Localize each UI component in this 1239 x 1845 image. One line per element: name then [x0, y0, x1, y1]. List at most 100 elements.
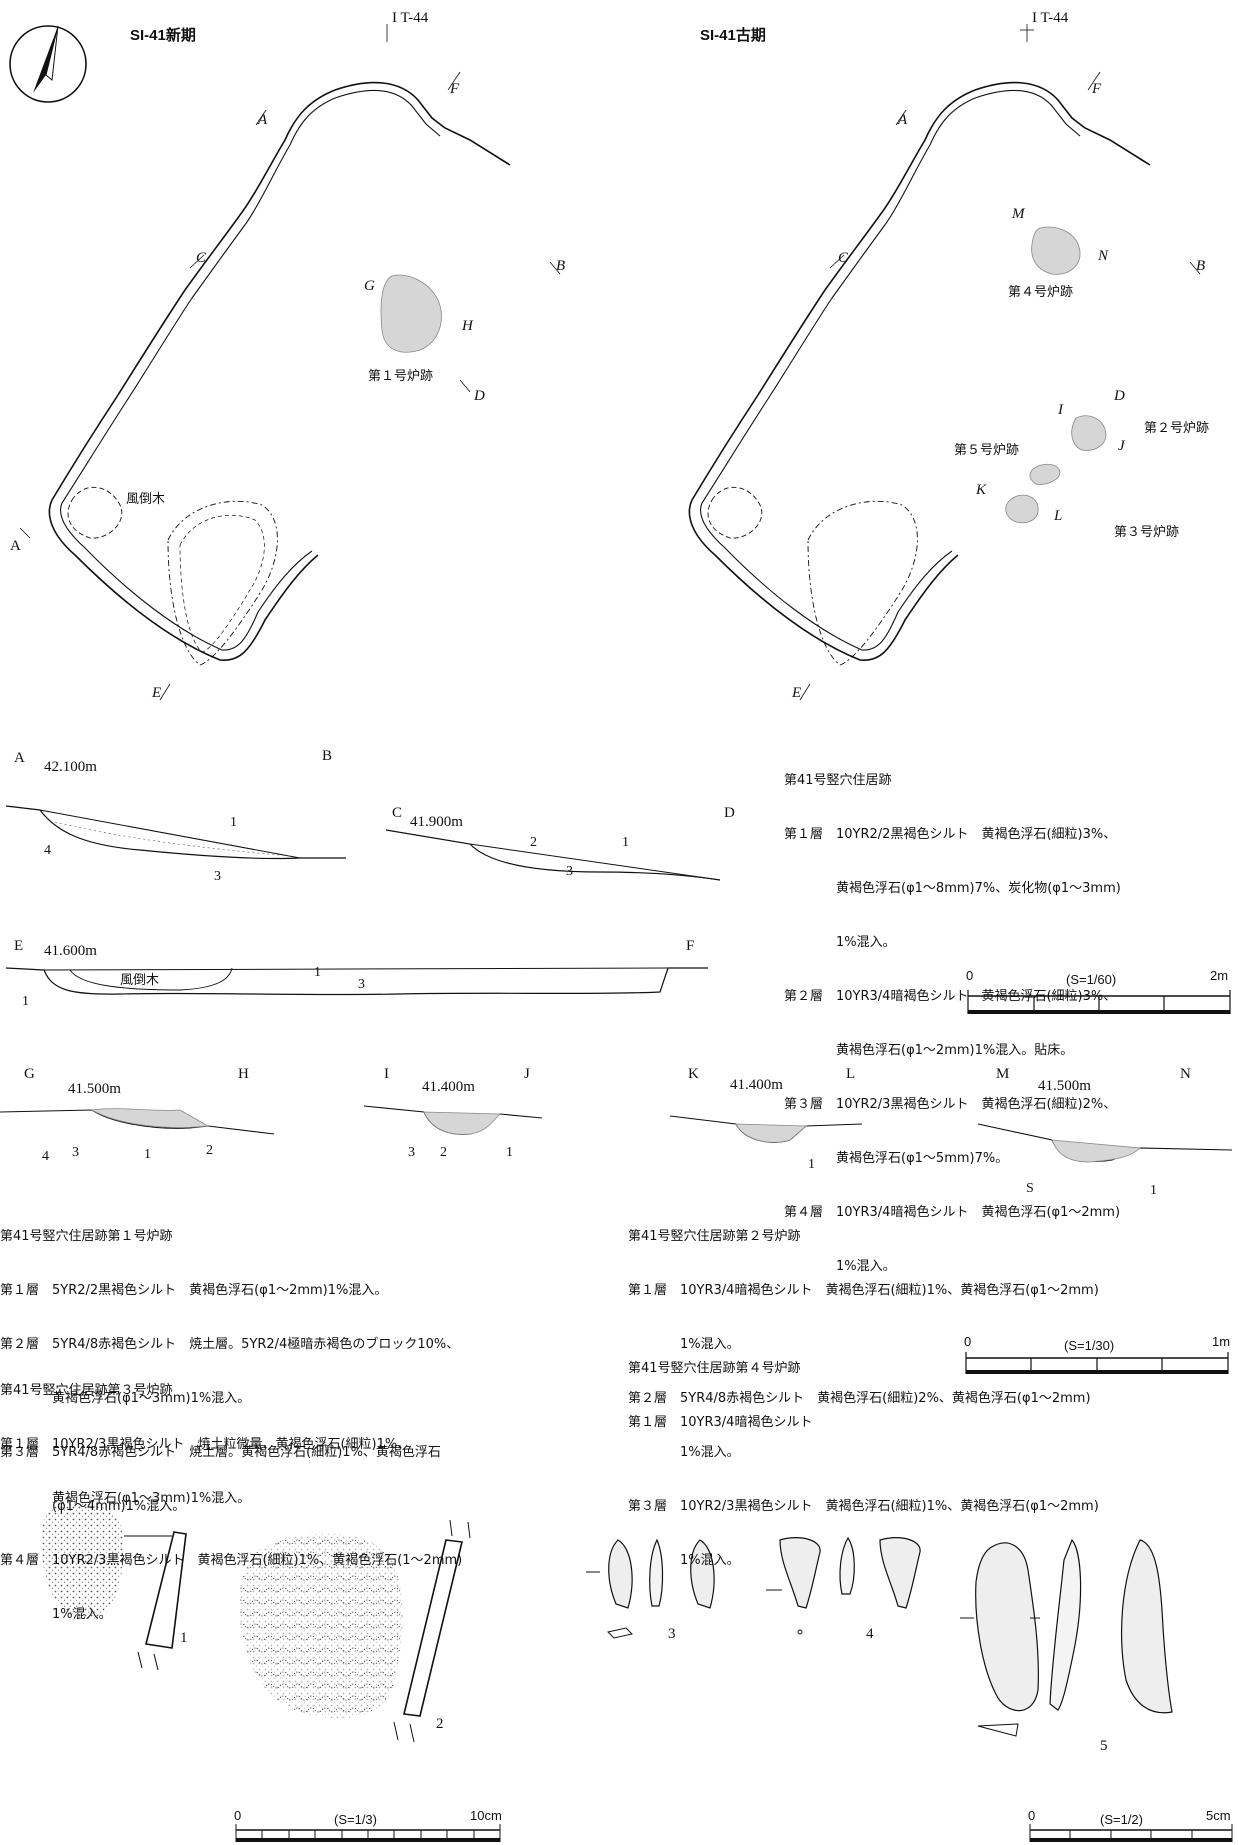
plan-new-title: SI-41新期 — [130, 26, 196, 44]
section-ef-wind: 風倒木 — [120, 973, 159, 988]
plan-new-grid: I T-44 — [392, 10, 429, 26]
section-ab-3: 3 — [214, 869, 221, 884]
legend-hearth-4: 第41号竪穴住居跡第４号炉跡 第１層 10YR3/4暗褐色シルト — [628, 1324, 812, 1450]
hearth-1-shape — [380, 274, 442, 353]
section-mn-m: M — [996, 1066, 1009, 1082]
scale-2-start: 0 — [1028, 1808, 1035, 1823]
point-b: B — [556, 258, 565, 274]
old-point-m: M — [1011, 206, 1026, 222]
section-ab-a: A — [14, 750, 25, 766]
legend-h1-row: 第３層 5YR4/8赤褐色シルト 焼土層。黄褐色浮石(細粒)1%、黄褐色浮石 — [0, 1445, 441, 1460]
legend-house-row: 第４層 10YR3/4暗褐色シルト 黄褐色浮石(φ1〜2mm) — [784, 1205, 1121, 1220]
north-arrow-icon — [9, 25, 87, 103]
plan-old-title: SI-41古期 — [700, 26, 766, 44]
section-gh-3: 3 — [72, 1145, 79, 1160]
old-point-i: I — [1057, 402, 1064, 418]
scale-bar-60: 0 (S=1/60) 2m — [966, 968, 1231, 1014]
scale-3-label: (S=1/3) — [334, 1812, 377, 1827]
hearth-2-label: 第２号炉跡 — [1144, 420, 1209, 436]
section-mn: M N 41.500m S 1 — [977, 1066, 1233, 1198]
scale-60-start: 0 — [966, 968, 973, 983]
artifact-2-number: 2 — [436, 1716, 444, 1732]
section-ij-j: J — [524, 1066, 530, 1082]
section-mn-elev: 41.500m — [1038, 1078, 1091, 1094]
artifact-4-number: 4 — [866, 1626, 874, 1642]
old-point-b: B — [1196, 258, 1205, 274]
legend-h4-head: 第41号竪穴住居跡第４号炉跡 — [628, 1361, 801, 1376]
hearth-3-shape — [1005, 494, 1039, 524]
section-ij-elev: 41.400m — [422, 1079, 475, 1095]
section-ij-2: 2 — [440, 1145, 447, 1160]
legend-house-row: 第１層 10YR2/2黒褐色シルト 黄褐色浮石(細粒)3%、 — [784, 827, 1117, 842]
point-a-west: A — [10, 538, 21, 554]
legend-h2-row: 第２層 5YR4/8赤褐色シルト 黄褐色浮石(細粒)2%、黄褐色浮石(φ1〜2m… — [628, 1391, 1091, 1406]
artifact-2: 2 — [238, 1519, 471, 1743]
point-c: C — [196, 250, 207, 266]
section-gh-elev: 41.500m — [68, 1081, 121, 1097]
section-ef-1b: 1 — [314, 965, 321, 980]
artifact-3: 3 — [586, 1538, 715, 1642]
scale-30-label: (S=1/30) — [1064, 1338, 1114, 1353]
section-cd-c: C — [392, 805, 402, 821]
plan-old-grid: I T-44 — [1032, 10, 1069, 26]
section-gh-h: H — [238, 1066, 249, 1082]
section-ij-3: 3 — [408, 1145, 415, 1160]
legend-h1-row: 黄褐色浮石(φ1〜3mm)1%混入。 — [0, 1391, 251, 1406]
section-ef: E F 41.600m 風倒木 1 3 1 — [5, 938, 708, 1009]
scale-bar-2: 0 (S=1/2) 5cm — [1028, 1808, 1233, 1842]
section-ef-f: F — [686, 938, 694, 954]
hearth-5-shape — [1029, 463, 1061, 485]
artifact-5-number: 5 — [1100, 1738, 1108, 1754]
artifact-1-number: 1 — [180, 1630, 188, 1646]
section-ij-1: 1 — [506, 1145, 513, 1160]
old-point-f: F — [1091, 81, 1102, 97]
legend-h3-head: 第41号竪穴住居跡第３号炉跡 — [0, 1383, 173, 1398]
legend-house-row: 第２層 10YR3/4暗褐色シルト 黄褐色浮石(細粒)3%、 — [784, 989, 1117, 1004]
point-e: E — [151, 685, 161, 701]
legend-hearth-1: 第41号竪穴住居跡第１号炉跡 第１層 5YR2/2黒褐色シルト 黄褐色浮石(φ1… — [0, 1192, 462, 1642]
artifact-5: 5 — [960, 1538, 1173, 1754]
section-ef-3: 3 — [358, 977, 365, 992]
scale-bar-3: 0 (S=1/3) 10cm — [234, 1808, 502, 1842]
section-ij: I J 41.400m 3 2 1 — [363, 1066, 543, 1160]
legend-house-row: 黄褐色浮石(φ1〜2mm)1%混入。貼床。 — [784, 1043, 1074, 1058]
legend-h1-row: 第２層 5YR4/8赤褐色シルト 焼土層。5YR2/4極暗赤褐色のブロック10%… — [0, 1337, 460, 1352]
scale-30-start: 0 — [964, 1334, 971, 1349]
scale-30-end: 1m — [1212, 1334, 1230, 1349]
section-kl: K L 41.400m 1 — [669, 1066, 863, 1172]
section-kl-elev: 41.400m — [730, 1077, 783, 1093]
legend-h2-row: 1%混入。 — [628, 1553, 740, 1568]
legend-house-row: 黄褐色浮石(φ1〜8mm)7%、炭化物(φ1〜3mm) — [784, 881, 1121, 896]
legend-h1-row: 第４層 10YR2/3黒褐色シルト 黄褐色浮石(細粒)1%、黄褐色浮石(1〜2m… — [0, 1553, 463, 1568]
section-cd-d: D — [724, 805, 735, 821]
legend-h1-row: 第１層 5YR2/2黒褐色シルト 黄褐色浮石(φ1〜2mm)1%混入。 — [0, 1283, 388, 1298]
legend-h1-head: 第41号竪穴住居跡第１号炉跡 — [0, 1229, 173, 1244]
legend-h4-row: 第１層 10YR3/4暗褐色シルト — [628, 1415, 813, 1430]
section-ab-elev: 42.100m — [44, 759, 97, 775]
legend-h1-row: 1%混入。 — [0, 1607, 112, 1622]
legend-h2-row: 第３層 10YR2/3黒褐色シルト 黄褐色浮石(細粒)1%、黄褐色浮石(φ1〜2… — [628, 1499, 1099, 1514]
hearth-5-label: 第５号炉跡 — [954, 442, 1019, 458]
section-ef-1a: 1 — [22, 994, 29, 1009]
legend-house-row: 1%混入。 — [784, 1259, 896, 1274]
legend-h3-row: 黄褐色浮石(φ1〜3mm)1%混入。 — [0, 1491, 251, 1506]
scale-60-label: (S=1/60) — [1066, 972, 1116, 987]
old-point-j: J — [1118, 438, 1126, 454]
old-point-l: L — [1053, 508, 1062, 524]
old-point-k: K — [975, 482, 987, 498]
hearth-4-label: 第４号炉跡 — [1008, 284, 1073, 300]
legend-h2-row: 1%混入。 — [628, 1445, 740, 1460]
legend-h2-row: 第１層 10YR3/4暗褐色シルト 黄褐色浮石(細粒)1%、黄褐色浮石(φ1〜2… — [628, 1283, 1099, 1298]
section-cd-2: 2 — [530, 835, 537, 850]
artifact-4: 4 — [766, 1536, 921, 1642]
section-gh-1: 1 — [144, 1147, 151, 1162]
plan-new: SI-41新期 I T-44 A F C B G H D A E 第１号炉跡 — [10, 10, 565, 701]
section-ab: A B 42.100m 1 3 4 — [5, 748, 346, 884]
section-cd-1: 1 — [622, 835, 629, 850]
old-point-n: N — [1097, 248, 1109, 264]
point-g: G — [364, 278, 375, 294]
legend-house-row: 1%混入。 — [784, 935, 896, 950]
point-d: D — [473, 388, 485, 404]
section-cd-3: 3 — [566, 864, 573, 879]
point-h: H — [461, 318, 474, 334]
